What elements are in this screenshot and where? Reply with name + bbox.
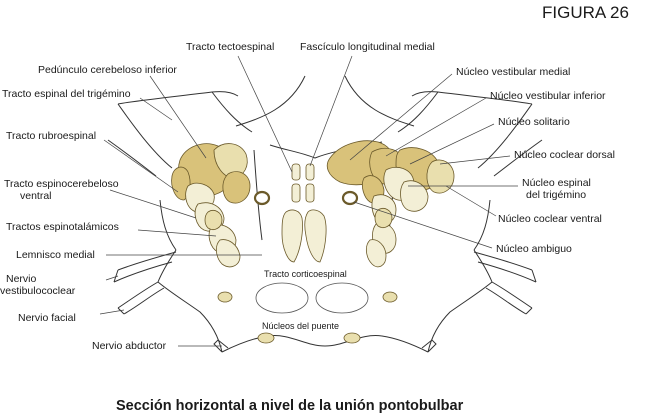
left-structures: [171, 143, 251, 268]
label-tractos-espinotalamicos: Tractos espinotalámicos: [6, 221, 119, 233]
label-nervio: Nervio: [6, 273, 37, 285]
label-nucleo-coclear-dorsal: Núcleo coclear dorsal: [514, 149, 615, 161]
label-tracto-espinocerebeloso: Tracto espinocerebeloso: [4, 178, 119, 190]
section-outline: [107, 75, 543, 353]
label-tracto-rubroespinal: Tracto rubroespinal: [6, 130, 96, 142]
label-tracto-tectoespinal: Tracto tectoespinal: [186, 41, 274, 53]
label-nucleo-vestibular-inferior: Núcleo vestibular inferior: [490, 90, 606, 102]
label-nucleos-del-puente: Núcleos del puente: [262, 321, 339, 331]
labels-right: Fascículo longitudinal medial Núcleo ves…: [300, 41, 615, 255]
right-structures: [326, 140, 455, 268]
label-lemnisco-medial: Lemnisco medial: [16, 249, 95, 261]
label-nucleo-solitario: Núcleo solitario: [498, 116, 570, 128]
label-nucleo-ambiguo: Núcleo ambiguo: [496, 243, 572, 255]
label-tracto-corticoespinal: Tracto corticoespinal: [264, 269, 347, 279]
label-tracto-espinal-trigemino: Tracto espinal del trigémino: [2, 88, 131, 100]
label-nervio-facial: Nervio facial: [18, 312, 76, 324]
figure-label: FIGURA 26: [542, 3, 629, 22]
midline-structures: [217, 163, 398, 344]
leader-lines: [99, 55, 518, 347]
label-nucleo-coclear-ventral: Núcleo coclear ventral: [498, 213, 602, 225]
label-vestibulococlear: vestibulococlear: [0, 285, 76, 297]
label-pedunculo-cerebeloso-inferior: Pedúnculo cerebeloso inferior: [38, 64, 177, 76]
figure-caption: Sección horizontal a nivel de la unión p…: [116, 398, 464, 414]
label-nervio-abductor: Nervio abductor: [92, 340, 167, 352]
labels-left: Tracto tectoespinal Pedúnculo cerebeloso…: [0, 41, 274, 352]
label-nucleo-vestibular-medial: Núcleo vestibular medial: [456, 66, 570, 78]
label-del-trigemino: del trigémino: [526, 189, 586, 201]
label-nucleo-espinal: Núcleo espinal: [522, 177, 591, 189]
labels-center: Tracto corticoespinal Núcleos del puente: [262, 269, 347, 331]
label-fasciculo-longitudinal-medial: Fascículo longitudinal medial: [300, 41, 435, 53]
label-tracto-espinocerebeloso-ventral: ventral: [20, 190, 52, 202]
